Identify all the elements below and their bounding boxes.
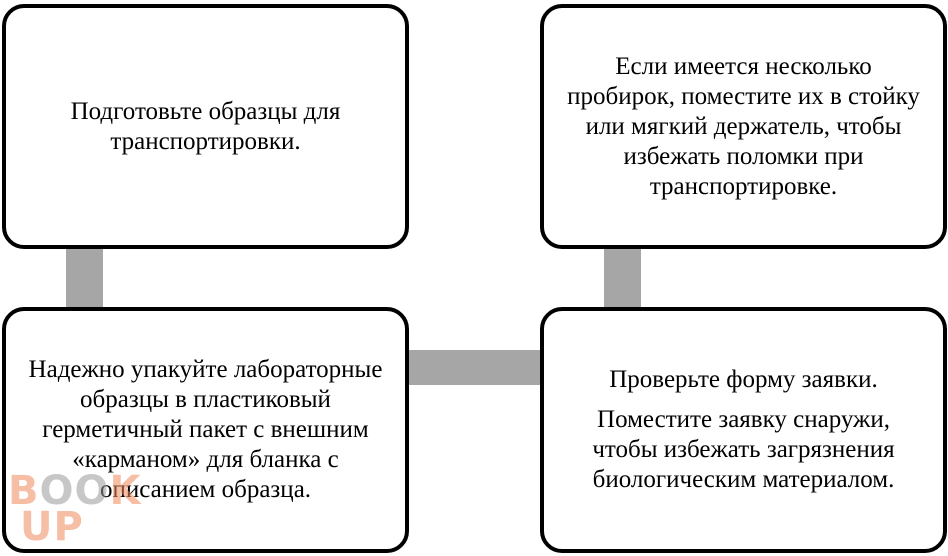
step-text-detail: Поместите заявку снаружи, чтобы избежать… [592,406,895,493]
connector-pack-to-check-form [405,350,543,385]
step-box-prepare: Подготовьте образцы для транспортировки. [2,4,409,249]
connector-prepare-to-pack [66,246,103,310]
step-text: Если имеется несколько пробирок, помести… [567,52,920,200]
step-box-multiple-tubes: Если имеется несколько пробирок, помести… [540,4,947,249]
step-box-pack: Надежно упакуйте лабораторные образцы в … [2,307,409,553]
step-text-title: Проверьте форму заявки. [609,366,878,393]
step-box-check-form: Проверьте форму заявки. Поместите заявку… [540,307,947,553]
step-text: Надежно упакуйте лабораторные образцы в … [28,356,383,503]
step-text: Подготовьте образцы для транспортировки. [70,97,341,155]
connector-check-form-to-multiple-tubes [604,246,641,310]
